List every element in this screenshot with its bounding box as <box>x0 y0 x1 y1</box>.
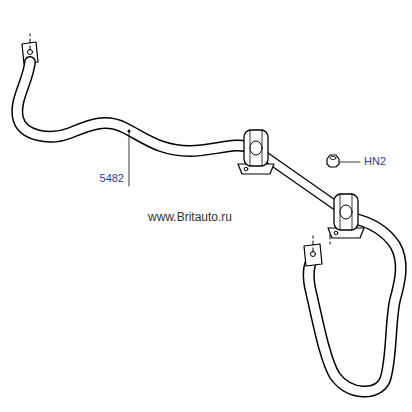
callout-number: HN2 <box>364 155 386 167</box>
callout-number: 5482 <box>100 172 124 184</box>
watermark: www.Britauto.ru <box>148 210 232 224</box>
